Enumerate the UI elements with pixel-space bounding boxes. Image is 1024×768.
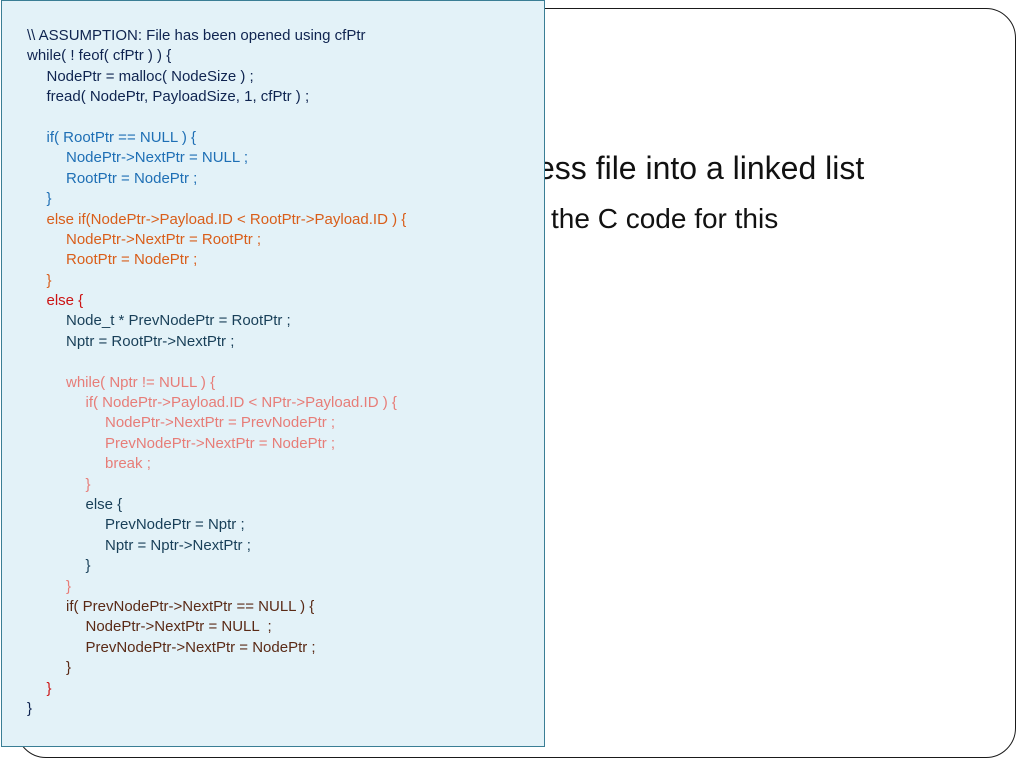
code-line: NodePtr->NextPtr = NULL ;: [85, 618, 272, 636]
code-line: RootPtr = NodePtr ;: [66, 169, 198, 187]
code-line: Nptr = RootPtr->NextPtr ;: [66, 332, 235, 350]
code-line: if( NodePtr->Payload.ID < NPtr->Payload.…: [85, 394, 397, 412]
code-line: PrevNodePtr->NextPtr = NodePtr ;: [85, 638, 316, 656]
code-line: }: [85, 557, 91, 575]
code-line: else {: [46, 292, 84, 310]
code-listing-box: \\ ASSUMPTION: File has been opened usin…: [1, 0, 545, 747]
code-line: }: [46, 190, 52, 208]
code-line: while( ! feof( cfPtr ) ) {: [27, 47, 172, 65]
code-line: \\ ASSUMPTION: File has been opened usin…: [27, 27, 366, 44]
code-line: if( PrevNodePtr->NextPtr == NULL ) {: [66, 597, 315, 615]
code-line: if( RootPtr == NULL ) {: [46, 128, 197, 146]
code-line: }: [85, 475, 91, 493]
code-line: }: [27, 699, 33, 717]
code-line: Node_t * PrevNodePtr = RootPtr ;: [66, 312, 291, 330]
code-line: NodePtr->NextPtr = PrevNodePtr ;: [105, 414, 336, 432]
slide-bullet-text: ess file into a linked list: [537, 150, 865, 186]
code-line: [27, 352, 544, 372]
code-line: else if(NodePtr->Payload.ID < RootPtr->P…: [46, 210, 407, 228]
slide-bullet-text: the C code for this: [551, 203, 779, 234]
code-line: break ;: [105, 455, 151, 473]
code-line: fread( NodePtr, PayloadSize, 1, cfPtr ) …: [46, 88, 310, 106]
code-line: }: [66, 577, 72, 595]
code-line: PrevNodePtr->NextPtr = NodePtr ;: [105, 434, 336, 452]
code-line: while( Nptr != NULL ) {: [66, 373, 216, 391]
code-line: else {: [85, 495, 123, 513]
code-line: }: [46, 679, 52, 697]
code-line: PrevNodePtr = Nptr ;: [105, 516, 245, 534]
code-line: [27, 108, 544, 128]
code-line: NodePtr->NextPtr = RootPtr ;: [66, 230, 262, 248]
code-line: RootPtr = NodePtr ;: [66, 251, 198, 269]
code-line: }: [46, 271, 52, 289]
code-line: Nptr = Nptr->NextPtr ;: [105, 536, 251, 554]
code-line: NodePtr = malloc( NodeSize ) ;: [46, 67, 254, 85]
code-line: NodePtr->NextPtr = NULL ;: [66, 149, 249, 167]
code-line: }: [66, 659, 72, 677]
